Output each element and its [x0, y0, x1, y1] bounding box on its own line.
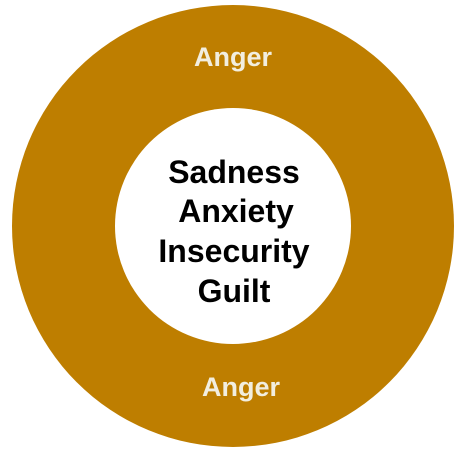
inner-label-insecurity: Insecurity — [158, 233, 309, 269]
inner-emotions-circle — [115, 108, 351, 344]
inner-label-guilt: Guilt — [198, 273, 271, 309]
inner-label-sadness: Sadness — [168, 154, 300, 190]
inner-label-anxiety: Anxiety — [178, 193, 294, 229]
outer-ring-top-label: Anger — [194, 42, 273, 72]
outer-ring-bottom-label: Anger — [202, 372, 281, 402]
